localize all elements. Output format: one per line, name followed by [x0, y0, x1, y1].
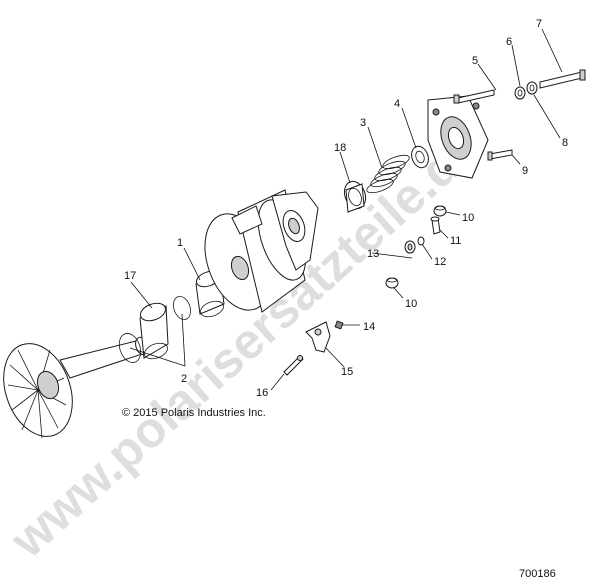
ring-18: [343, 180, 367, 213]
callout-9: 9: [522, 165, 528, 177]
callout-10-upper: 10: [462, 212, 474, 224]
cap-10-lower: [385, 277, 399, 289]
fixed-sheave-shaft: [3, 336, 149, 439]
callout-2: 2: [181, 373, 187, 385]
callout-7: 7: [536, 18, 542, 30]
copyright-notice: © 2015 Polaris Industries Inc.: [122, 407, 266, 419]
leader-lines: [129, 28, 563, 391]
callout-12: 12: [434, 256, 446, 268]
washer-6: [514, 86, 526, 100]
bolt-5: [453, 89, 495, 104]
washer-12: [417, 236, 425, 246]
washer-8: [526, 81, 538, 95]
callout-11: 11: [450, 235, 461, 247]
callout-4: 4: [394, 98, 400, 110]
callout-5: 5: [472, 55, 478, 67]
pin-16: [283, 355, 304, 376]
ring-4: [411, 145, 429, 169]
callout-10-lower: 10: [405, 298, 417, 310]
weight-15: [305, 321, 331, 353]
callout-15: 15: [341, 366, 353, 378]
callout-13: 13: [367, 248, 379, 260]
washer-8-hole: [529, 84, 535, 92]
callout-17: 17: [124, 270, 136, 282]
callout-6: 6: [506, 36, 512, 48]
callout-3: 3: [360, 117, 366, 129]
callout-1: 1: [177, 237, 183, 249]
clutch-cover: [427, 95, 489, 179]
nut-14: [334, 320, 344, 330]
ring-2a: [118, 333, 142, 363]
bolt-9: [487, 149, 513, 161]
pin-11: [430, 216, 441, 235]
callout-16: 16: [256, 387, 268, 399]
spider: [271, 191, 319, 271]
roller-13: [404, 240, 416, 254]
washer-6-hole: [517, 89, 523, 97]
callout-14: 14: [363, 321, 375, 333]
diagram-id: 700186: [519, 568, 556, 580]
ring-2b: [173, 295, 191, 321]
bolt-7: [539, 69, 586, 89]
callout-18: 18: [334, 142, 346, 154]
watermark-text: www.polarisersatzteile.de: [0, 119, 490, 569]
bushing-17: [139, 302, 169, 360]
cap-10-upper: [433, 205, 447, 217]
callout-labels: 1 2 3 4 5 6 7 8 9 10 11 12 13 10 14 15 1…: [124, 18, 568, 399]
spring-3: [366, 154, 410, 194]
callout-8: 8: [562, 137, 568, 149]
